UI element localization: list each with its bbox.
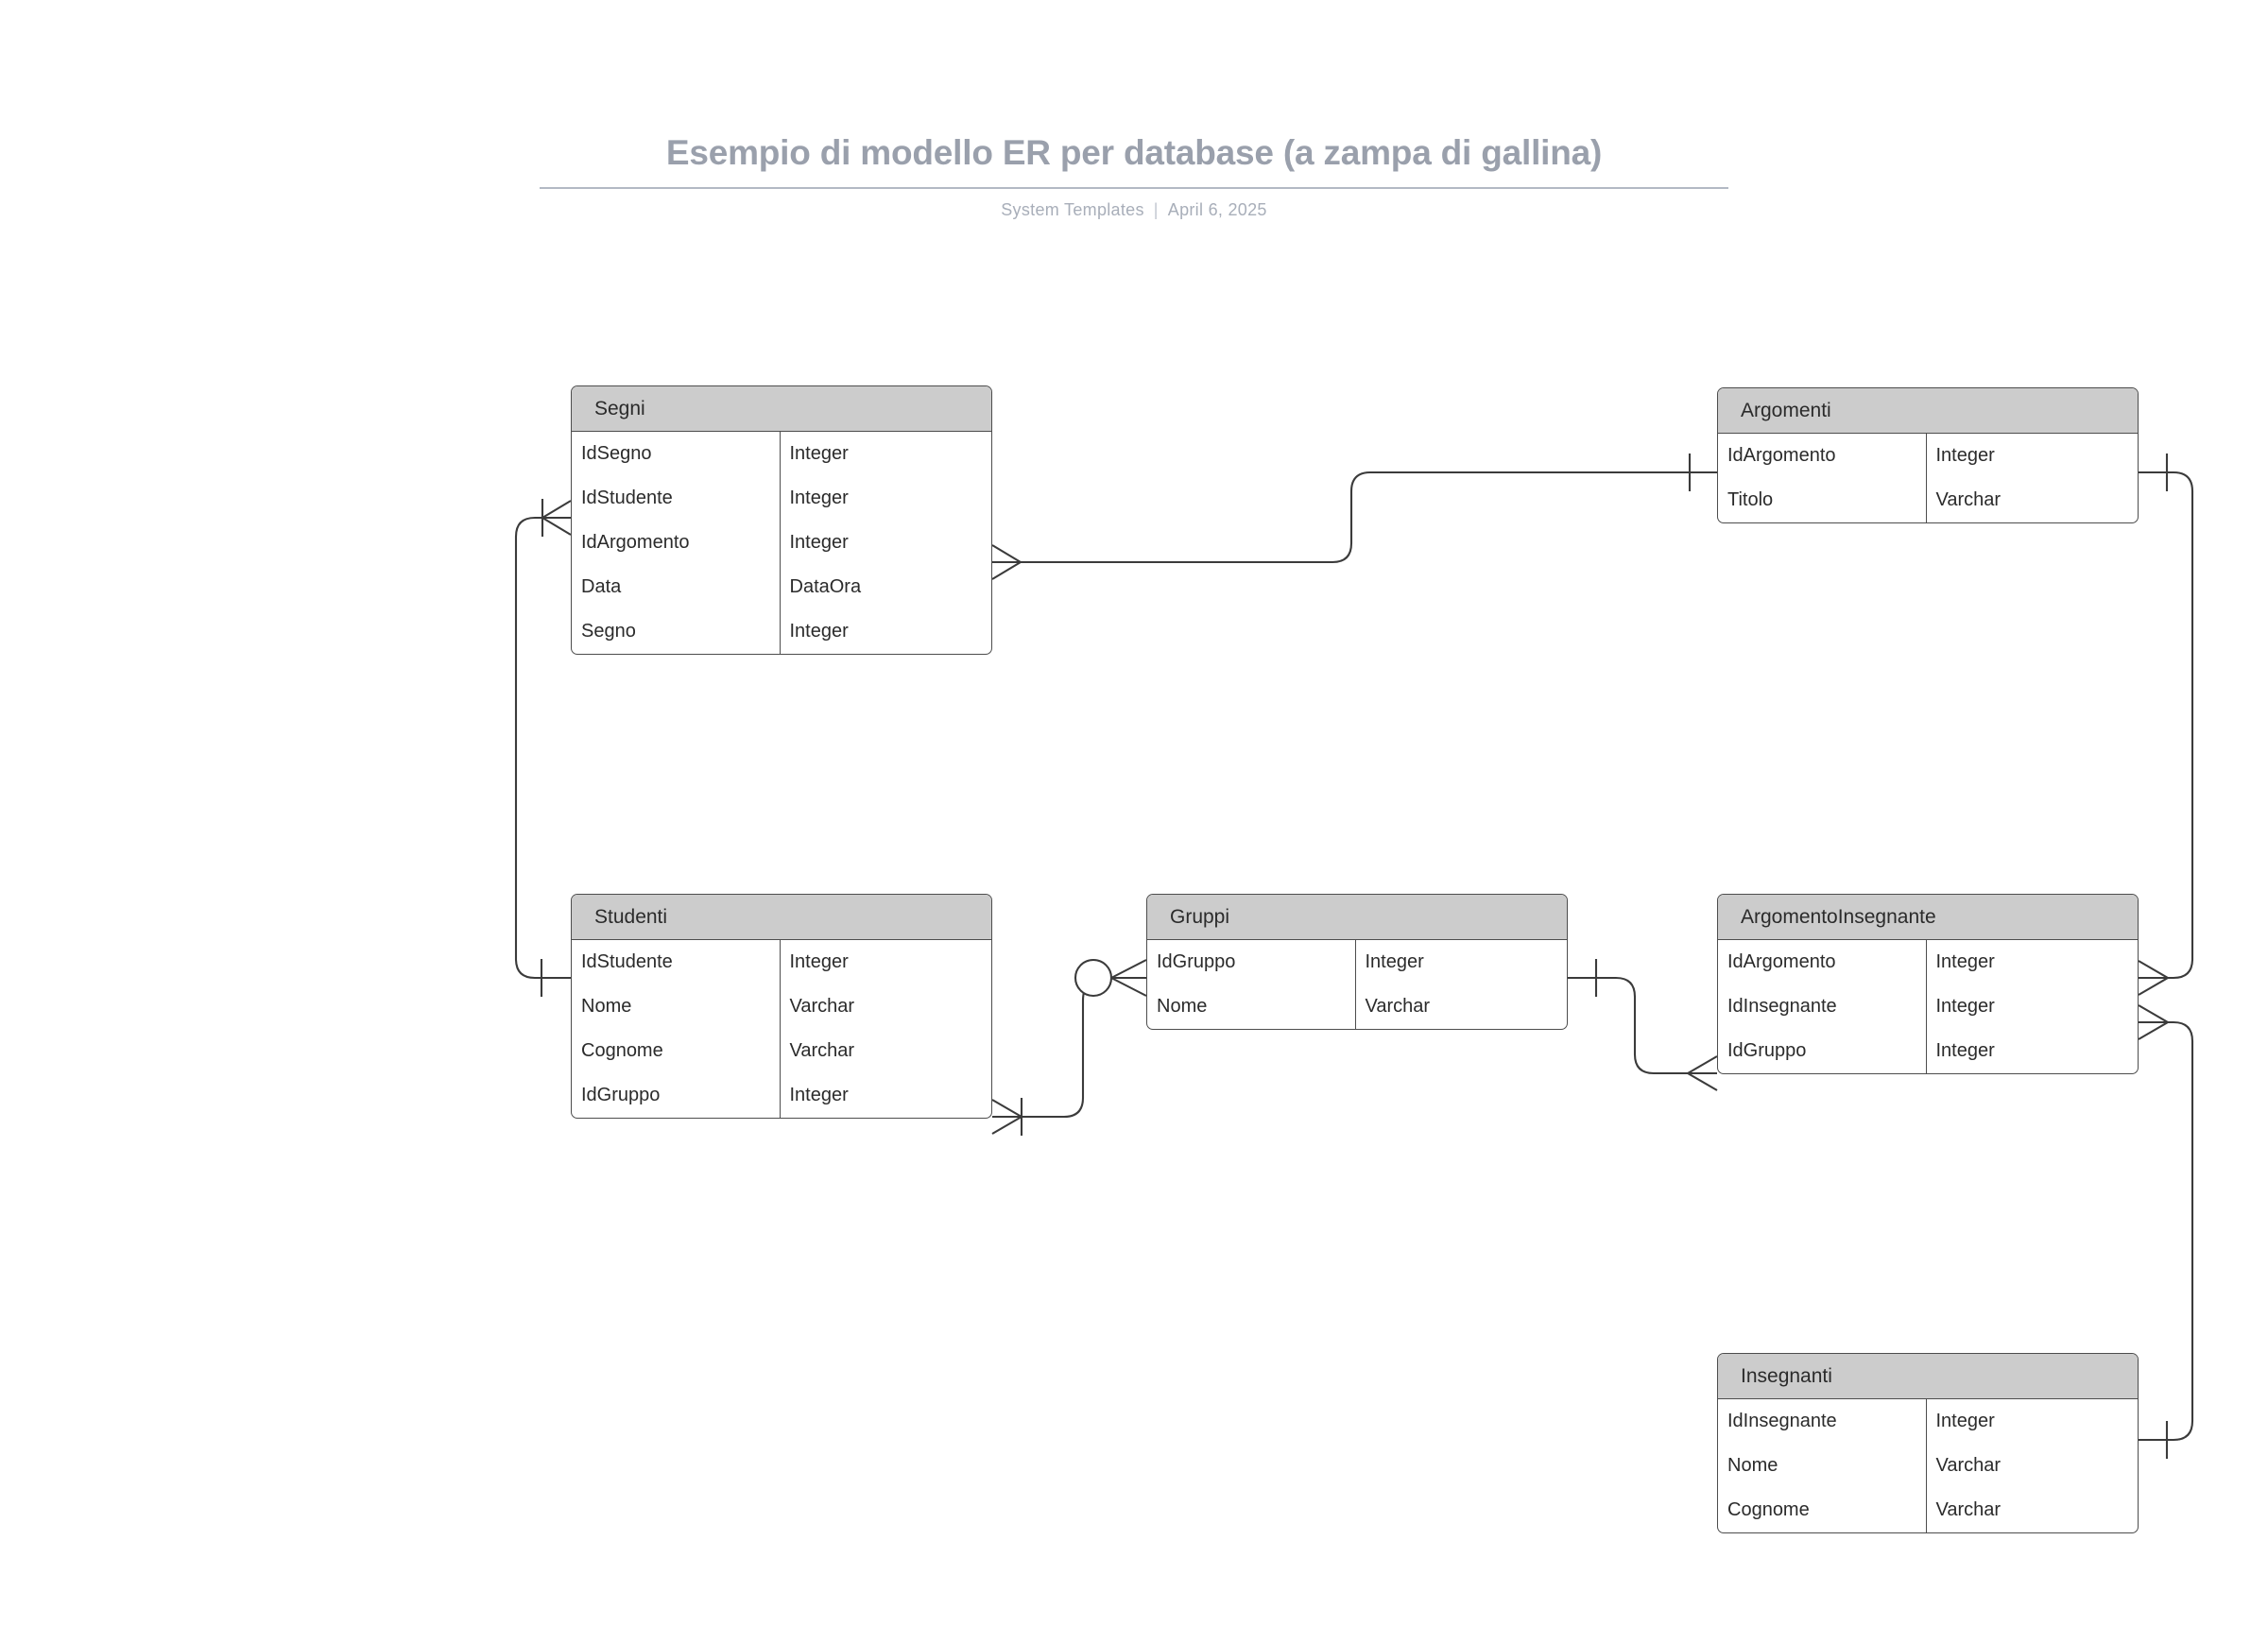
attribute-type: Integer <box>1935 445 1995 466</box>
attribute-type: Integer <box>1935 1040 1995 1061</box>
connector-gruppi-argomentoinsegnante <box>1568 976 1717 1075</box>
entity-segni[interactable]: Segni IdSegno Integer IdStudente Integer… <box>571 385 992 655</box>
attribute-list-argomenti: IdArgomento Integer Titolo Varchar <box>1718 434 2138 522</box>
attribute-name: Nome <box>1718 1444 1927 1488</box>
entity-title-argomentoinsegnante: ArgomentoInsegnante <box>1718 895 2138 940</box>
attribute-type: Integer <box>789 488 849 508</box>
attribute-name: Segno <box>572 609 781 654</box>
attribute-row[interactable]: IdStudente Integer <box>572 476 991 521</box>
attribute-row[interactable]: IdArgomento Integer <box>1718 940 2138 984</box>
attribute-type: Varchar <box>1935 1499 2002 1520</box>
subtitle-separator: | <box>1153 200 1159 220</box>
attribute-row[interactable]: IdStudente Integer <box>572 940 991 984</box>
attribute-row[interactable]: Cognome Varchar <box>572 1029 991 1073</box>
attribute-name: IdInsegnante <box>1718 1399 1927 1444</box>
attribute-type: DataOra <box>789 576 862 597</box>
attribute-name: Titolo <box>1718 478 1927 522</box>
attribute-type: Integer <box>1935 951 1995 972</box>
attribute-type: Varchar <box>789 996 855 1017</box>
attribute-name: IdArgomento <box>1718 940 1927 984</box>
attribute-type: Integer <box>1365 951 1424 972</box>
attribute-row[interactable]: Titolo Varchar <box>1718 478 2138 522</box>
page-title: Esempio di modello ER per database (a za… <box>540 132 1728 190</box>
connector-gruppi-studenti <box>992 976 1146 1119</box>
attribute-row[interactable]: Data DataOra <box>572 565 991 609</box>
attribute-row[interactable]: IdSegno Integer <box>572 432 991 476</box>
entity-argomentoinsegnante[interactable]: ArgomentoInsegnante IdArgomento Integer … <box>1717 894 2139 1074</box>
cardinality-zero-circle-gruppi <box>1074 958 1113 998</box>
attribute-list-gruppi: IdGruppo Integer Nome Varchar <box>1147 940 1567 1029</box>
entity-title-studenti: Studenti <box>572 895 991 940</box>
entity-title-argomenti: Argomenti <box>1718 388 2138 434</box>
attribute-type: Integer <box>789 951 849 972</box>
crowsfoot-gruppi-idgruppo <box>1109 959 1147 997</box>
attribute-row[interactable]: Segno Integer <box>572 609 991 654</box>
attribute-type: Integer <box>789 621 849 642</box>
attribute-name: IdStudente <box>572 476 781 521</box>
attribute-name: IdInsegnante <box>1718 984 1927 1029</box>
attribute-name: Cognome <box>1718 1488 1927 1532</box>
document-header: Esempio di modello ER per database (a za… <box>0 132 2268 220</box>
attribute-type: Integer <box>789 443 849 464</box>
connector-insegnanti-argomentoinsegnante <box>2139 1020 2194 1442</box>
entity-title-gruppi: Gruppi <box>1147 895 1567 940</box>
attribute-name: Nome <box>1147 984 1356 1029</box>
connector-studenti-segni <box>514 516 571 980</box>
attribute-row[interactable]: Nome Varchar <box>572 984 991 1029</box>
attribute-row[interactable]: IdInsegnante Integer <box>1718 1399 2138 1444</box>
attribute-name: Nome <box>572 984 781 1029</box>
attribute-name: IdSegno <box>572 432 781 476</box>
document-author: System Templates <box>1001 200 1144 220</box>
attribute-type: Varchar <box>789 1040 855 1061</box>
crowsfoot-studenti-idgruppo <box>991 1099 1023 1135</box>
attribute-name: IdStudente <box>572 940 781 984</box>
attribute-type: Varchar <box>1935 489 2002 510</box>
attribute-row[interactable]: IdInsegnante Integer <box>1718 984 2138 1029</box>
attribute-name: Data <box>572 565 781 609</box>
attribute-type: Varchar <box>1935 1455 2002 1476</box>
attribute-list-argomentoinsegnante: IdArgomento Integer IdInsegnante Integer… <box>1718 940 2138 1073</box>
entity-title-segni: Segni <box>572 386 991 432</box>
attribute-name: IdGruppo <box>1718 1029 1927 1073</box>
attribute-row[interactable]: Cognome Varchar <box>1718 1488 2138 1532</box>
attribute-name: IdArgomento <box>1718 434 1927 478</box>
attribute-row[interactable]: Nome Varchar <box>1147 984 1567 1029</box>
attribute-type: Integer <box>789 532 849 553</box>
entity-gruppi[interactable]: Gruppi IdGruppo Integer Nome Varchar <box>1146 894 1568 1030</box>
document-date: April 6, 2025 <box>1167 200 1267 220</box>
attribute-name: IdGruppo <box>1147 940 1356 984</box>
attribute-type: Integer <box>1935 1411 1995 1431</box>
attribute-row[interactable]: IdGruppo Integer <box>572 1073 991 1118</box>
connector-segni-argomenti <box>992 471 1717 564</box>
attribute-type: Integer <box>789 1085 849 1105</box>
attribute-name: IdArgomento <box>572 521 781 565</box>
crowsfoot-segni-idstudente <box>541 500 572 536</box>
attribute-list-studenti: IdStudente Integer Nome Varchar Cognome … <box>572 940 991 1118</box>
entity-studenti[interactable]: Studenti IdStudente Integer Nome Varchar… <box>571 894 992 1119</box>
attribute-row[interactable]: Nome Varchar <box>1718 1444 2138 1488</box>
attribute-type: Integer <box>1935 996 1995 1017</box>
attribute-name: IdGruppo <box>572 1073 781 1118</box>
crowsfoot-argomentoinsegnante-idinsegnante <box>2138 1004 2170 1040</box>
attribute-list-segni: IdSegno Integer IdStudente Integer IdArg… <box>572 432 991 654</box>
attribute-type: Varchar <box>1365 996 1431 1017</box>
crowsfoot-segni-idargomento <box>991 544 1022 580</box>
entity-argomenti[interactable]: Argomenti IdArgomento Integer Titolo Var… <box>1717 387 2139 523</box>
crowsfoot-argomentoinsegnante-idargomento <box>2138 960 2170 996</box>
attribute-row[interactable]: IdGruppo Integer <box>1718 1029 2138 1073</box>
entity-insegnanti[interactable]: Insegnanti IdInsegnante Integer Nome Var… <box>1717 1353 2139 1533</box>
connector-argomenti-argomentoinsegnante <box>2139 471 2194 980</box>
entity-title-insegnanti: Insegnanti <box>1718 1354 2138 1399</box>
attribute-list-insegnanti: IdInsegnante Integer Nome Varchar Cognom… <box>1718 1399 2138 1532</box>
attribute-row[interactable]: IdGruppo Integer <box>1147 940 1567 984</box>
attribute-row[interactable]: IdArgomento Integer <box>572 521 991 565</box>
crowsfoot-argomentoinsegnante-idgruppo <box>1686 1055 1718 1091</box>
attribute-name: Cognome <box>572 1029 781 1073</box>
document-subtitle: System Templates | April 6, 2025 <box>0 200 2268 220</box>
attribute-row[interactable]: IdArgomento Integer <box>1718 434 2138 478</box>
